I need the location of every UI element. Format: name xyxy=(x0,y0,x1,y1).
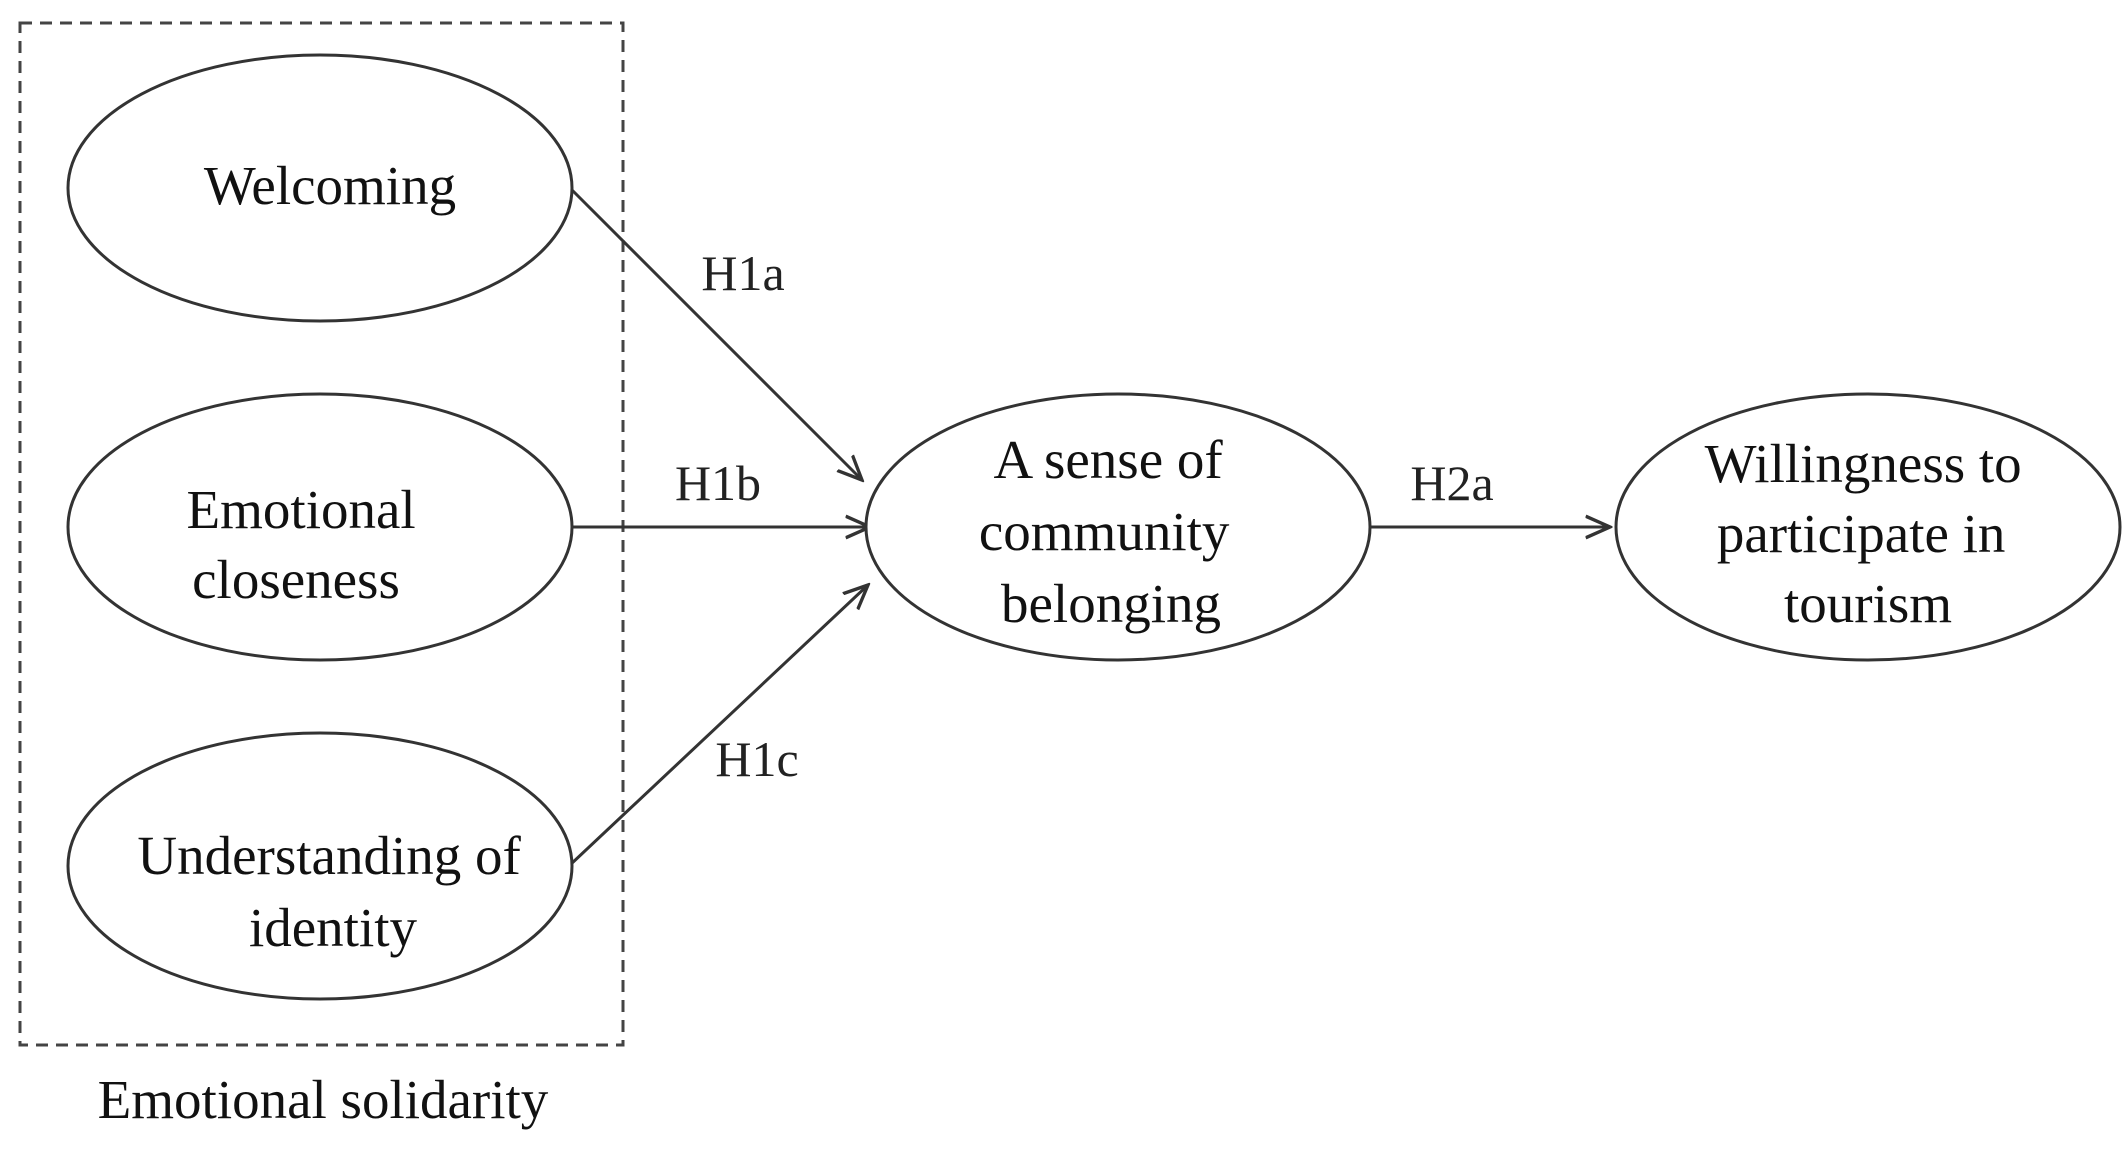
node-understanding-identity: Understanding of identity xyxy=(66,731,574,1001)
node-emotional-closeness-line-1: Emotional xyxy=(187,479,416,540)
edge-h1a xyxy=(568,186,862,480)
edge-label-h1a: H1a xyxy=(701,245,784,301)
emotional-solidarity-group-box xyxy=(18,21,625,1047)
svg-text:Welcoming: Welcoming xyxy=(204,155,456,216)
node-emotional-closeness: Emotional closeness xyxy=(66,392,574,662)
node-willingness: Willingness to participate in tourism xyxy=(1614,392,2122,662)
node-willingness-line-2: participate in xyxy=(1717,503,2006,564)
emotional-solidarity-label: Emotional solidarity xyxy=(98,1069,549,1130)
edge-label-h1c: H1c xyxy=(715,731,798,787)
node-welcoming: Welcoming xyxy=(66,53,574,323)
node-community-belonging-line-3: belonging xyxy=(1001,573,1221,634)
svg-text:Emotional closeness: Emotional closeness xyxy=(187,479,430,610)
node-welcoming-line-1: Welcoming xyxy=(204,155,456,216)
edge-h1c xyxy=(568,585,868,867)
svg-text:Willingness to participa: Willingness to participate in tourism xyxy=(1705,433,2036,634)
edge-label-h2a: H2a xyxy=(1410,455,1493,511)
node-willingness-line-3: tourism xyxy=(1784,573,1952,634)
edge-label-h1b: H1b xyxy=(675,455,761,511)
node-understanding-identity-line-2: identity xyxy=(249,897,418,958)
node-community-belonging-line-2: community xyxy=(979,501,1230,562)
node-understanding-identity-line-1: Understanding of xyxy=(137,825,521,886)
svg-text:Understanding of identit: Understanding of identity xyxy=(137,825,534,958)
node-willingness-line-1: Willingness to xyxy=(1705,433,2022,494)
node-community-belonging: A sense of community belonging xyxy=(864,392,1372,662)
node-emotional-closeness-line-2: closeness xyxy=(192,549,400,610)
svg-text:A sense of community: A sense of community belonging xyxy=(979,429,1243,634)
node-community-belonging-line-1: A sense of xyxy=(994,429,1224,490)
